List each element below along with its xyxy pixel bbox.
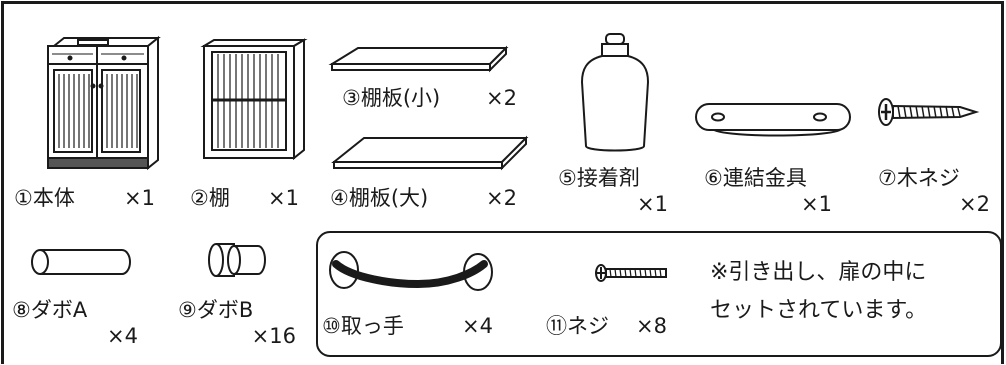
part-label-handle: ⑩取っ手 [322,314,404,338]
part-qty-main-body: ×1 [124,186,155,210]
part-qty-large-board: ×2 [486,186,517,210]
part-label-connector: ⑥連結金具 [704,166,807,190]
part-label-dowel-b: ⑨ダボB [178,298,254,322]
bundled-parts-box [316,231,1002,357]
part-qty-glue: ×1 [637,192,668,216]
large-shelf-board-icon [331,135,529,171]
part-qty-dowel-b: ×16 [251,324,296,348]
connector-plate-icon [695,103,851,137]
dowel-b-icon [208,243,266,277]
screw-icon [595,264,667,282]
note-line-1: ※引き出し、扉の中に [710,260,927,285]
shelf-unit-icon [200,38,308,161]
part-label-screw: ⑪ネジ [546,314,609,338]
part-qty-wood-screw: ×2 [959,192,990,216]
part-label-small-board: ③棚板(小) [342,86,441,110]
dowel-a-icon [31,249,131,275]
part-qty-connector: ×1 [801,192,832,216]
part-qty-screw: ×8 [636,314,667,338]
small-shelf-board-icon [328,45,509,73]
part-label-glue: ⑤接着剤 [558,166,640,190]
part-label-dowel-a: ⑧ダボA [12,298,88,322]
part-qty-dowel-a: ×4 [107,324,138,348]
wood-screw-icon [878,98,980,126]
part-qty-shelf: ×1 [268,186,299,210]
part-qty-small-board: ×2 [486,86,517,110]
part-label-shelf: ②棚 [190,186,230,210]
cabinet-icon [47,35,161,171]
glue-bottle-icon [580,33,650,152]
part-label-wood-screw: ⑦木ネジ [878,166,960,190]
note-line-2: セットされています。 [710,298,928,323]
part-label-large-board: ④棚板(大) [330,186,429,210]
part-qty-handle: ×4 [462,314,493,338]
part-label-main-body: ①本体 [14,186,75,210]
handle-icon [329,251,493,291]
